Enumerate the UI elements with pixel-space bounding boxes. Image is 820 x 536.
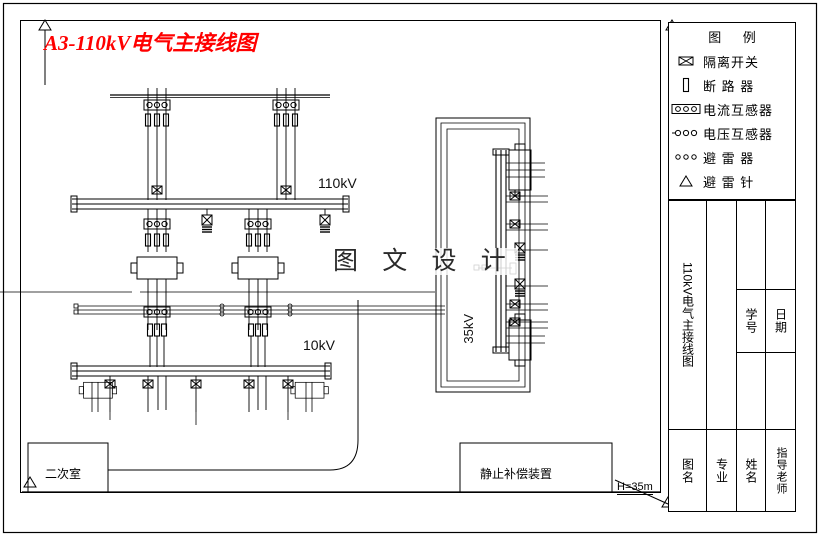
bay35-disc-2 bbox=[506, 219, 548, 231]
legend-label-disconnector: 隔离开关 bbox=[703, 54, 760, 70]
title-block-col-name: 学号 姓名 bbox=[737, 201, 766, 511]
watermark: 图 文 设 计 bbox=[330, 248, 518, 275]
main-transformer-1 bbox=[130, 256, 184, 367]
label-static-compensation: 静止补偿装置 bbox=[480, 467, 553, 481]
title-block: 110kV电气主接线图 图名 专业 学号 bbox=[668, 200, 796, 512]
lightning-rod-icon bbox=[669, 171, 703, 191]
feeder-4 bbox=[243, 376, 255, 412]
bay35-xfmr-bottom bbox=[506, 313, 545, 367]
label-35kv: 35kV bbox=[461, 314, 476, 344]
legend-item-disconnector: 隔离开关 bbox=[669, 49, 797, 73]
title-block-col-drawing-name: 110kV电气主接线图 图名 bbox=[669, 201, 707, 511]
feeder-drops bbox=[109, 412, 289, 425]
main-transformer-2 bbox=[231, 256, 285, 367]
hv-arrester-2 bbox=[319, 209, 331, 233]
hv-bay-right bbox=[244, 209, 272, 252]
bay35-xfmr-top bbox=[506, 143, 545, 197]
legend-item-voltage-transformer: 电压互感器 bbox=[669, 121, 797, 145]
name-label: 姓名 bbox=[744, 457, 758, 484]
control-cable bbox=[108, 300, 359, 471]
mv35-bays bbox=[473, 143, 548, 367]
mv-feeders bbox=[104, 376, 294, 412]
legend-item-surge-arrester: 避 雷 器 bbox=[669, 145, 797, 169]
hv-bay-left bbox=[143, 209, 171, 252]
surge-arrester-icon bbox=[669, 147, 703, 167]
legend-title: 图 例 bbox=[708, 30, 765, 45]
legend-label-lightning-rod: 避 雷 针 bbox=[703, 174, 755, 190]
major-value bbox=[707, 201, 736, 429]
incoming-bay-left bbox=[143, 88, 171, 200]
legend-item-circuit-breaker: 断 路 器 bbox=[669, 73, 797, 97]
drawing-name-value: 110kV电气主接线图 bbox=[680, 262, 695, 368]
station-service-xfmr-left bbox=[78, 381, 117, 412]
bus-35kv-enclosure bbox=[435, 117, 531, 393]
advisor-value bbox=[766, 201, 795, 289]
lightning-rod-ground-left bbox=[23, 476, 37, 488]
feeder-2 bbox=[142, 376, 154, 412]
feeder-5 bbox=[282, 376, 294, 412]
label-secondary-room: 二次室 bbox=[45, 467, 82, 481]
student-id-label: 学号 bbox=[744, 308, 758, 334]
legend-label-circuit-breaker: 断 路 器 bbox=[703, 78, 755, 94]
busbar-110kv bbox=[70, 195, 350, 213]
student-id-value bbox=[737, 353, 765, 429]
legend-label-surge-arrester: 避 雷 器 bbox=[703, 150, 755, 166]
legend-item-lightning-rod: 避 雷 针 bbox=[669, 169, 797, 193]
major-label: 专业 bbox=[714, 457, 729, 484]
legend-item-current-transformer: 电流互感器 bbox=[669, 97, 797, 121]
label-110kv: 110kV bbox=[318, 175, 357, 191]
drawing-name-label: 图名 bbox=[680, 457, 695, 484]
bay35-disc-4 bbox=[506, 317, 548, 329]
title-block-col-advisor: 日期 指导老师 bbox=[766, 201, 795, 511]
busbar-10kv bbox=[70, 362, 332, 380]
incoming-bay-right bbox=[272, 88, 300, 200]
voltage-transformer-icon bbox=[669, 123, 703, 143]
station-service-xfmr-right bbox=[290, 381, 329, 412]
legend-label-voltage-transformer: 电压互感器 bbox=[703, 126, 774, 142]
advisor-label: 指导老师 bbox=[775, 446, 787, 495]
bay35-arrester-2 bbox=[506, 278, 548, 297]
date-value bbox=[766, 353, 795, 429]
bay35-disc-1 bbox=[506, 191, 548, 203]
label-height-note: H=35m bbox=[617, 481, 653, 495]
circuit-breaker-icon bbox=[669, 75, 703, 95]
building-secondary-room bbox=[27, 442, 109, 493]
bay35-disc-3 bbox=[506, 299, 548, 311]
legend-label-current-transformer: 电流互感器 bbox=[703, 102, 774, 118]
legend: 图 例 隔离开关 断 路 器 bbox=[668, 22, 796, 200]
feeder-3 bbox=[190, 376, 202, 412]
title-block-col-major: 专业 bbox=[707, 201, 737, 511]
disconnector-icon bbox=[669, 51, 703, 71]
lightning-rod-left bbox=[38, 19, 52, 85]
building-static-compensation bbox=[459, 442, 613, 493]
label-10kv: 10kV bbox=[303, 337, 335, 353]
current-transformer-icon bbox=[669, 99, 703, 119]
tertiary-cable-runs bbox=[0, 291, 445, 317]
page-title: A3-110kV电气主接线图 bbox=[44, 31, 257, 55]
overhead-line-bus bbox=[110, 94, 330, 98]
name-value bbox=[737, 201, 765, 289]
hv-arrester-1 bbox=[201, 209, 213, 233]
date-label: 日期 bbox=[773, 308, 788, 334]
